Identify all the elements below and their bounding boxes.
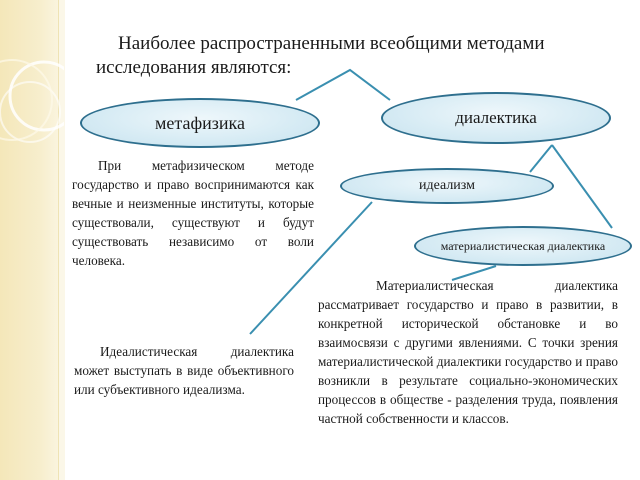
- connector-idealism-to-idealist-text: [249, 201, 373, 335]
- connector-dialectics-to-idealism: [529, 144, 553, 173]
- decorative-left-band: [0, 0, 58, 480]
- connector-dialectics-to-materialist: [551, 144, 613, 229]
- idealist-dialectics-description: Идеалистическая диалектика может выступа…: [74, 342, 294, 399]
- metaphysics-description-text: При метафизическом методе государство и …: [72, 158, 314, 268]
- node-dialectics: диалектика: [381, 92, 611, 144]
- title-line-1: Наиболее распространенными всеобщими мет…: [118, 33, 545, 54]
- node-materialist-dialectics: материалистическая диалектика: [414, 226, 632, 266]
- slide-title: Наиболее распространенными всеобщими мет…: [96, 32, 616, 80]
- metaphysics-description: При метафизическом методе государство и …: [72, 156, 314, 270]
- decorative-swirl: [0, 59, 64, 143]
- node-idealism: идеализм: [340, 168, 554, 204]
- node-metaphysics: метафизика: [80, 98, 320, 148]
- title-line-2: исследования являются:: [96, 57, 292, 78]
- node-materialist-dialectics-label: материалистическая диалектика: [440, 238, 606, 253]
- materialist-dialectics-description: Материалистическая диалектика рассматрив…: [318, 276, 618, 428]
- decorative-left-rule: [58, 0, 65, 480]
- node-dialectics-label: диалектика: [455, 108, 537, 127]
- materialist-description-text: Материалистическая диалектика рассматрив…: [318, 278, 618, 426]
- node-idealism-label: идеализм: [418, 178, 475, 193]
- node-metaphysics-label: метафизика: [155, 112, 245, 133]
- connector-title-to-metaphysics: [295, 68, 391, 101]
- connector-materialist-to-materialist-text: [451, 265, 497, 281]
- idealist-description-text: Идеалистическая диалектика может выступа…: [74, 344, 294, 397]
